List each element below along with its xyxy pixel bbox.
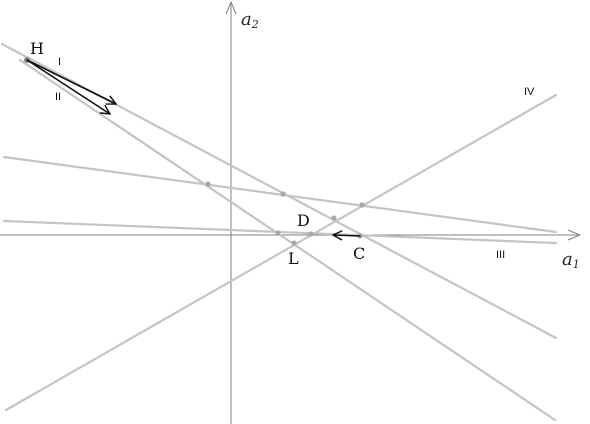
arrow-vector-i xyxy=(26,59,117,105)
line-labels: I II III IV xyxy=(55,56,535,261)
horizontal-axis-arrow xyxy=(567,229,582,241)
point-l-dot xyxy=(291,240,297,246)
point-label-c: C xyxy=(353,244,365,263)
vertical-axis-arrow xyxy=(225,0,237,15)
arrow-vector-ii xyxy=(26,59,111,115)
line-lower-steep xyxy=(18,58,557,422)
intersection-dot xyxy=(205,181,211,187)
intersection-dot xyxy=(359,202,365,208)
intersection-dot xyxy=(280,191,286,197)
point-d-dot xyxy=(308,231,314,237)
axis-label-horizontal: a1 xyxy=(562,249,580,271)
point-label-h: H xyxy=(30,39,44,58)
marked-points xyxy=(24,57,365,246)
axis-label-horizontal-symbol: a xyxy=(562,249,573,270)
line-label-i: I xyxy=(58,56,61,68)
intersection-dot xyxy=(275,230,281,236)
axis-label-vertical-subscript: 2 xyxy=(251,18,259,31)
line-label-ii: II xyxy=(55,91,61,103)
line-label-iv: IV xyxy=(524,86,535,98)
line-label-iii: III xyxy=(496,249,505,261)
vectors xyxy=(26,59,361,241)
point-label-d: D xyxy=(297,211,310,230)
intersection-dot xyxy=(331,215,337,221)
axis-labels: a1 a2 xyxy=(241,9,580,271)
axis-label-vertical: a2 xyxy=(241,9,259,31)
point-label-l: L xyxy=(288,249,299,268)
point-labels: H D L C xyxy=(30,39,365,268)
line-rising xyxy=(4,93,558,412)
line-gentle-upper xyxy=(2,155,558,234)
axis-label-horizontal-subscript: 1 xyxy=(573,258,580,271)
arrow-vector-c-to-d xyxy=(332,230,361,241)
axis-label-vertical-symbol: a xyxy=(241,9,252,30)
